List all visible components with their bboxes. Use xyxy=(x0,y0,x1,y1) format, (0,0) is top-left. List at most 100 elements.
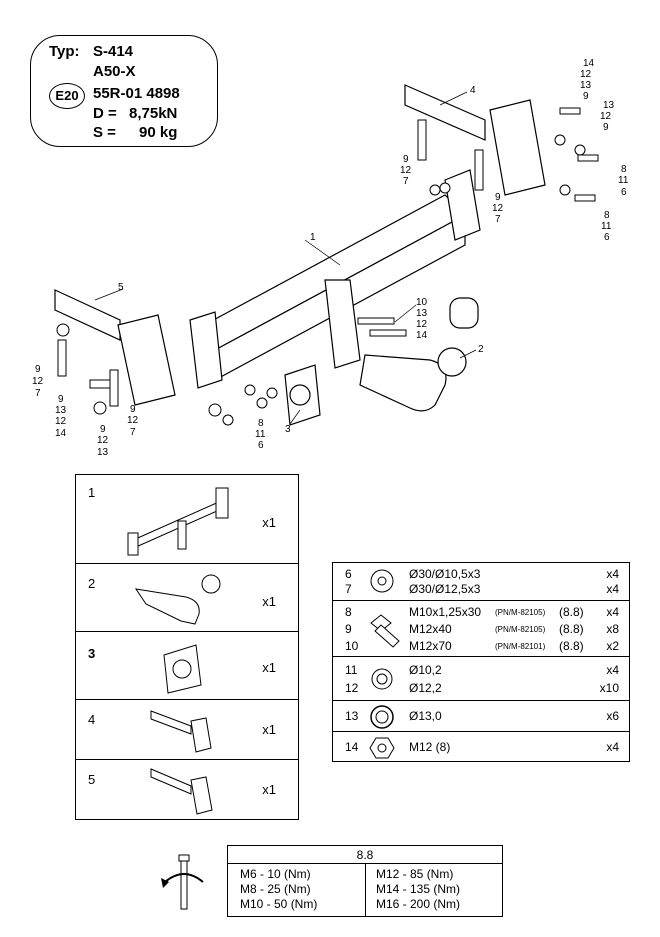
bolt-upper-right-1 xyxy=(559,107,581,115)
torque-value: M6 - 10 (Nm) xyxy=(240,867,311,881)
spec-box: Typ: S-414 A50-X E20 55R-01 4898 D = 8,7… xyxy=(30,35,218,147)
callout-13: 13 xyxy=(580,80,592,91)
typ-label: Typ: xyxy=(49,43,80,60)
torque-value: M12 - 85 (Nm) xyxy=(376,867,454,881)
item-description: M12x70 xyxy=(409,639,452,653)
item-description: Ø12,2 xyxy=(409,681,442,695)
part-quantity: x1 xyxy=(262,515,276,530)
torque-value: M16 - 200 (Nm) xyxy=(376,897,461,911)
crossbar-icon xyxy=(127,487,229,556)
item-quantity: x4 xyxy=(606,567,619,581)
callout-6b: 6 xyxy=(604,232,610,243)
callout-9e: 9 xyxy=(35,364,41,375)
part-number: 5 xyxy=(88,772,96,787)
typ-value: S-414 xyxy=(93,43,134,60)
callout-8: 8 xyxy=(621,164,627,175)
callout-10: 10 xyxy=(416,297,428,308)
approval-number: 55R-01 4898 xyxy=(93,85,180,102)
part-row-4: 4 x1 xyxy=(76,699,298,759)
item-grade: (8.8) xyxy=(559,622,584,636)
callout-12g: 12 xyxy=(55,416,67,427)
bolt-part-9a xyxy=(417,119,427,161)
callout-6c: 6 xyxy=(258,440,264,451)
callout-7b: 7 xyxy=(495,214,501,225)
callout-5: 5 xyxy=(118,282,124,293)
callout-2: 2 xyxy=(478,344,484,355)
callout-9c: 9 xyxy=(403,154,409,165)
callout-12i: 12 xyxy=(127,415,139,426)
item-description: Ø30/Ø10,5x3 xyxy=(409,567,481,581)
item-description: Ø30/Ø12,5x3 xyxy=(409,582,481,596)
callout-stack-upper-right: 14 12 13 9 13 12 9 8 11 6 8 11 6 xyxy=(580,58,629,243)
bolt-upper-right-2 xyxy=(577,154,599,162)
hex-nut-icon xyxy=(369,737,395,759)
washer-icon xyxy=(370,569,394,593)
callout-9h: 9 xyxy=(130,404,136,415)
callout-12h: 12 xyxy=(97,435,109,446)
part-quantity: x1 xyxy=(262,594,276,609)
hardware-row-lock-washers: 13 Ø13,0 x6 xyxy=(333,700,629,731)
callout-13b: 13 xyxy=(603,100,615,111)
callout-14: 14 xyxy=(583,58,595,69)
torque-value: M10 - 50 (Nm) xyxy=(240,897,318,911)
right-bracket-icon xyxy=(150,710,212,753)
callout-12: 12 xyxy=(580,69,592,80)
part-number: 2 xyxy=(88,576,96,591)
parts-list: 1 x1 2 x1 3 x1 4 x1 5 xyxy=(75,474,299,820)
approval-mark: E20 xyxy=(49,83,85,109)
item-description: Ø10,2 xyxy=(409,663,442,677)
s-label: S = xyxy=(93,124,116,141)
towball xyxy=(437,347,467,377)
item-number: 12 xyxy=(345,681,359,695)
variant-value: A50-X xyxy=(93,63,136,80)
bolt-left-9b xyxy=(109,369,119,407)
item-quantity: x8 xyxy=(606,622,619,636)
callout-13c: 13 xyxy=(416,308,428,319)
torque-value: M14 - 135 (Nm) xyxy=(376,882,461,896)
callout-14b: 14 xyxy=(416,330,428,341)
item-number: 7 xyxy=(345,582,352,596)
spring-washer-icon xyxy=(371,668,393,690)
callout-11b: 11 xyxy=(601,221,612,232)
callout-1: 1 xyxy=(310,232,316,243)
bolt-part-10b xyxy=(369,329,407,337)
bolt-left-13 xyxy=(89,379,111,389)
item-standard: (PN/M-82105) xyxy=(495,625,546,634)
towball-arm xyxy=(359,354,447,412)
callout-11: 11 xyxy=(618,175,629,186)
item-quantity: x4 xyxy=(606,663,619,677)
torque-column-divider xyxy=(365,863,366,917)
item-number: 8 xyxy=(345,605,352,619)
item-quantity: x6 xyxy=(606,709,619,723)
callout-8b: 8 xyxy=(604,210,610,221)
left-bracket-icon xyxy=(150,768,213,815)
hardware-row-washers: 6 7 Ø30/Ø10,5x3 Ø30/Ø12,5x3 x4 x4 xyxy=(333,563,629,600)
socket-plate-icon xyxy=(163,644,202,694)
callout-13d: 13 xyxy=(55,405,67,416)
bolt-part-10a xyxy=(357,317,395,325)
hardware-row-nuts: 14 M12 (8) x4 xyxy=(333,731,629,763)
item-standard: (PN/M-82101) xyxy=(495,642,546,651)
callout-4: 4 xyxy=(470,85,476,96)
item-description: Ø13,0 xyxy=(409,709,442,723)
callout-7d: 7 xyxy=(130,427,136,438)
d-label: D = xyxy=(93,105,117,122)
callout-14c: 14 xyxy=(55,428,67,439)
callout-12c: 12 xyxy=(400,165,412,176)
d-value: 8,75kN xyxy=(129,105,178,122)
bolt-upper-right-3 xyxy=(574,194,596,202)
item-description: M12 (8) xyxy=(409,740,451,754)
item-grade: (8.8) xyxy=(559,639,584,653)
item-grade: (8.8) xyxy=(559,605,584,619)
callout-9b: 9 xyxy=(603,122,609,133)
part-row-3: 3 x1 xyxy=(76,631,298,699)
callout-12f: 12 xyxy=(32,376,44,387)
callout-9f: 9 xyxy=(58,394,64,405)
callout-9d: 9 xyxy=(495,192,501,203)
towball-arm-icon xyxy=(134,574,221,625)
item-quantity: x2 xyxy=(606,639,619,653)
item-quantity: x10 xyxy=(599,681,619,695)
callout-6: 6 xyxy=(621,187,627,198)
left-bracket-plate xyxy=(117,314,176,406)
callout-11c: 11 xyxy=(255,429,266,440)
